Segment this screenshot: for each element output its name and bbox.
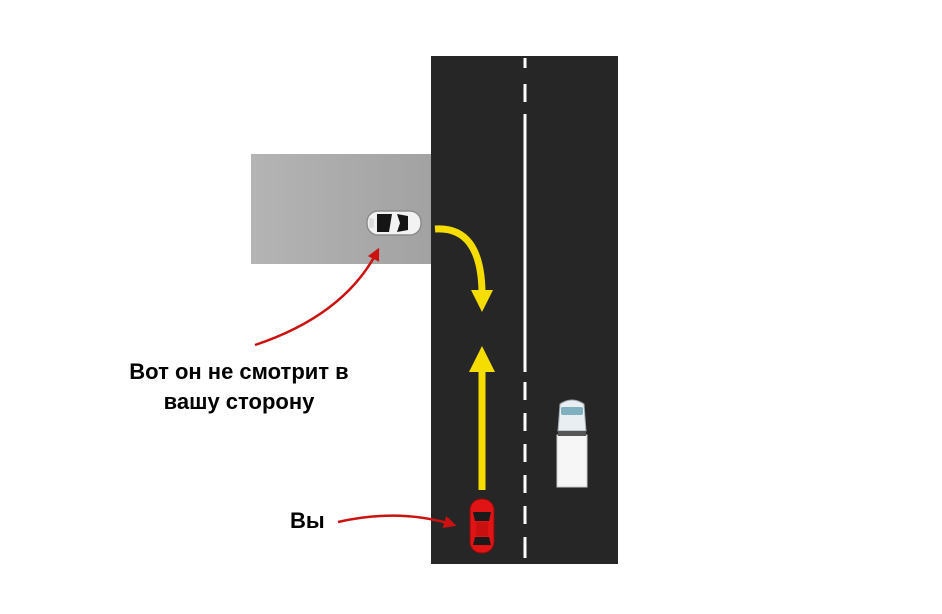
truck	[556, 399, 588, 488]
pointer-arrow-you	[337, 514, 457, 528]
your-car	[469, 498, 495, 554]
other-car-caption-line1: Вот он не смотрит в	[129, 359, 349, 384]
you-caption: Вы	[290, 508, 325, 533]
other-car-path-arrow	[434, 225, 493, 312]
other-car	[366, 210, 422, 236]
other-car-caption: Вот он не смотрит в вашу сторону	[108, 357, 370, 417]
side-road	[251, 154, 432, 264]
pointer-arrow-other-car	[254, 247, 380, 347]
other-car-caption-line2: вашу сторону	[163, 389, 315, 414]
your-path-arrow	[469, 346, 495, 490]
